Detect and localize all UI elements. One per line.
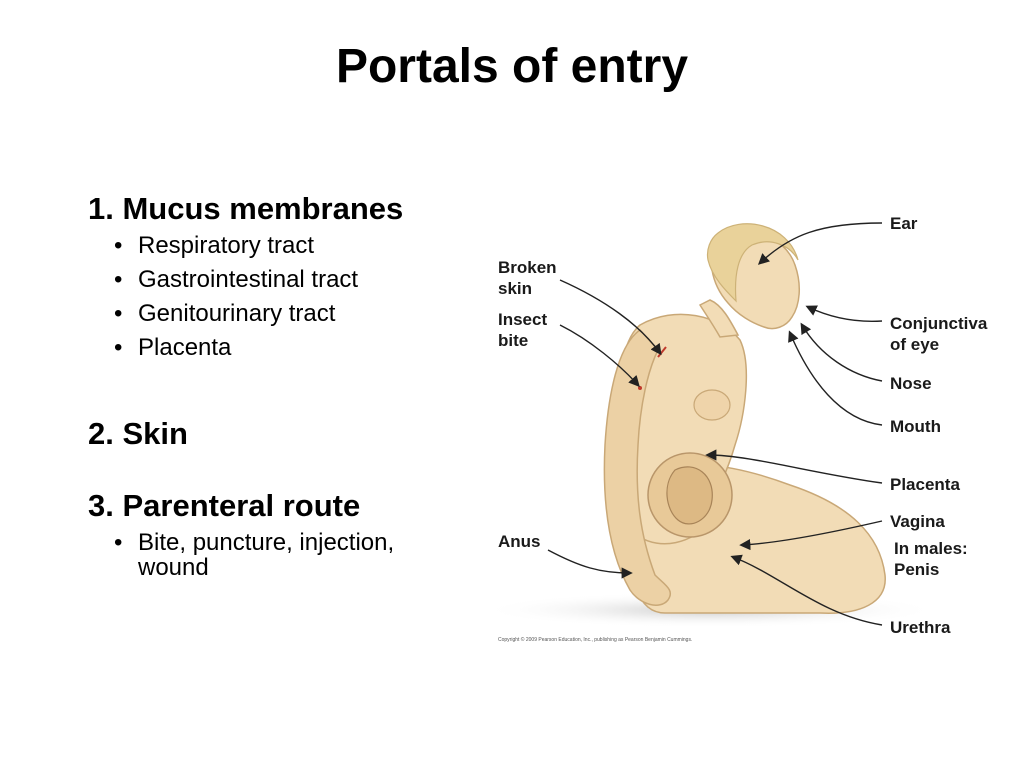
arrow-vagina	[739, 520, 883, 551]
label-nose: Nose	[890, 374, 932, 393]
portals-of-entry-figure: Ear Broken skin Insect bite Conjunctiva …	[490, 205, 1020, 645]
label-ear: Ear	[890, 214, 918, 233]
arrow-insect-bite	[559, 324, 640, 388]
neck-shape	[698, 299, 740, 338]
label-penis: Penis	[894, 560, 939, 579]
label-in-males: In males:	[894, 539, 968, 558]
label-placenta: Placenta	[890, 475, 960, 494]
label-mouth: Mouth	[890, 417, 941, 436]
arrow-urethra	[730, 554, 883, 626]
section-heading: 3. Parenteral route	[88, 488, 361, 524]
bullet-list: Respiratory tract Gastrointestinal tract…	[88, 233, 488, 361]
slide-title: Portals of entry	[335, 40, 689, 93]
arrow-ear	[757, 222, 883, 265]
hair-shape	[706, 223, 799, 303]
fetus-shape	[666, 466, 713, 525]
section-heading: 1. Mucus membranes	[88, 191, 404, 226]
list-item: Bite, puncture, injection, wound	[114, 530, 458, 581]
label-vagina: Vagina	[890, 512, 945, 531]
label-insect-bite-line1: Insect	[498, 310, 547, 329]
label-broken-skin-line1: Broken	[498, 258, 557, 277]
human-figure	[603, 223, 886, 614]
insect-bite-mark	[638, 386, 642, 390]
label-anus: Anus	[498, 532, 541, 551]
list-item: Genitourinary tract	[114, 301, 488, 327]
bullet-content: 1. Mucus membranes Respiratory tract Gas…	[88, 190, 488, 610]
arrow-conjunctiva	[805, 305, 883, 323]
leader-lines	[547, 222, 883, 626]
label-conjunctiva-line2: of eye	[890, 335, 939, 354]
label-conjunctiva-line1: Conjunctiva	[890, 314, 988, 333]
figure-labels: Ear Broken skin Insect bite Conjunctiva …	[498, 214, 988, 643]
arrow-mouth	[788, 330, 883, 426]
arrow-nose	[800, 322, 883, 382]
section-skin: 2. Skin	[88, 415, 488, 454]
section-parenteral-route: 3. Parenteral route Bite, puncture, inje…	[88, 487, 488, 580]
section-heading: 2. Skin	[88, 415, 188, 451]
arm-shape	[603, 329, 672, 606]
broken-skin-mark	[657, 346, 667, 358]
breast-shape	[693, 389, 731, 421]
list-item: Placenta	[114, 335, 488, 361]
list-item: Gastrointestinal tract	[114, 267, 488, 293]
anatomy-illustration: Ear Broken skin Insect bite Conjunctiva …	[490, 214, 988, 643]
arrow-broken-skin	[559, 279, 662, 356]
label-urethra: Urethra	[890, 618, 951, 637]
label-insect-bite-line2: bite	[498, 331, 528, 350]
list-item: Respiratory tract	[114, 233, 488, 259]
arrow-anus	[547, 549, 633, 579]
arrow-placenta	[705, 449, 883, 484]
section-mucus-membranes: 1. Mucus membranes Respiratory tract Gas…	[88, 190, 488, 361]
bullet-list: Bite, puncture, injection, wound	[88, 530, 488, 581]
copyright-notice: Copyright © 2009 Pearson Education, Inc.…	[498, 636, 692, 643]
label-broken-skin-line2: skin	[498, 279, 532, 298]
